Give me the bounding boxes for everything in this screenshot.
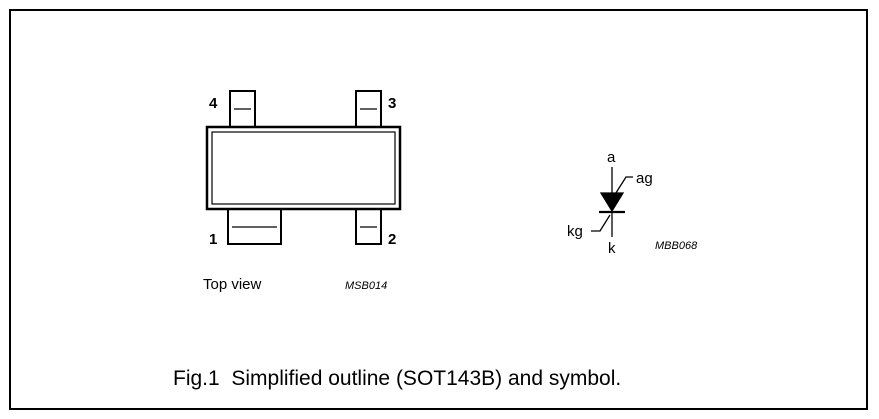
- pin-1-tab: [227, 208, 282, 245]
- cathode-gate-lead: [591, 214, 611, 232]
- package-outline: [205, 90, 402, 245]
- pin-2-tab: [355, 208, 382, 245]
- label-kg: kg: [567, 223, 583, 240]
- label-k: k: [608, 240, 616, 257]
- package-body: [205, 125, 402, 211]
- figure-frame: [9, 9, 868, 410]
- pin-label-2: 2: [388, 231, 396, 248]
- diode-triangle: [599, 192, 625, 213]
- anode-gate-lead: [613, 176, 633, 197]
- pin-label-4: 4: [209, 95, 218, 112]
- outline-ref-code: MSB014: [345, 280, 387, 292]
- label-a: a: [607, 149, 616, 166]
- figure-caption: Fig.1 Simplified outline (SOT143B) and s…: [173, 367, 621, 390]
- device-symbol: [591, 167, 633, 237]
- pin-label-1: 1: [209, 231, 217, 248]
- symbol-ref-code: MBB068: [655, 240, 698, 252]
- pin-label-3: 3: [388, 95, 396, 112]
- label-ag: ag: [636, 170, 653, 187]
- top-view-label: Top view: [203, 276, 262, 293]
